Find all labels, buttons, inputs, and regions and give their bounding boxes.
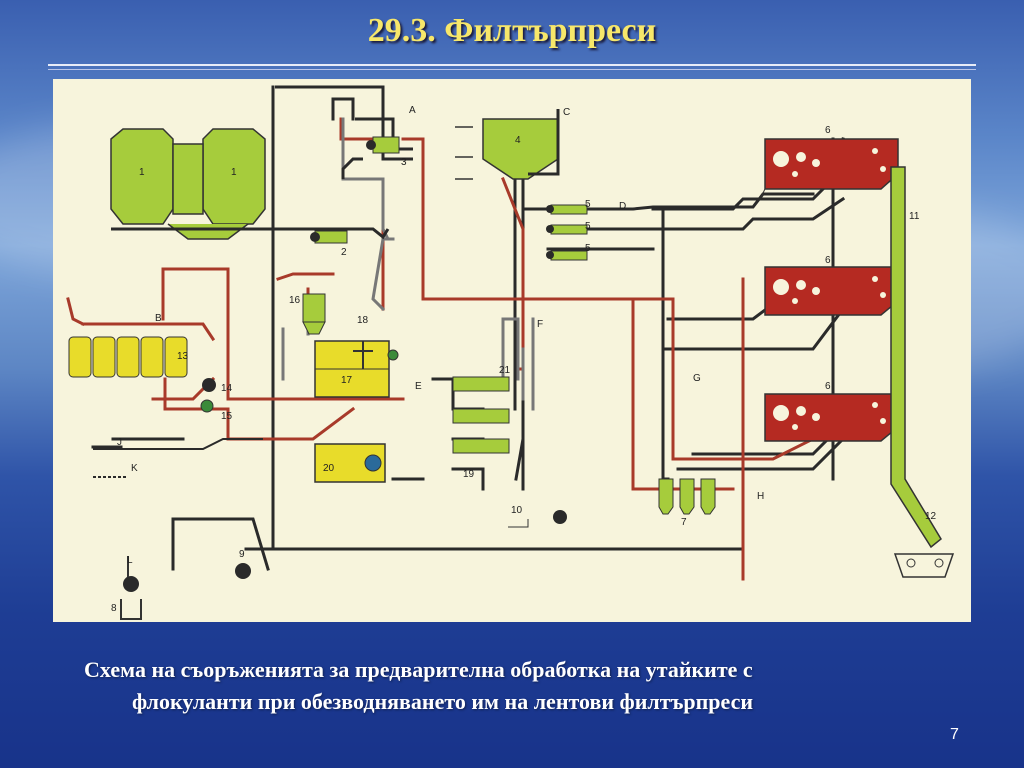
label-K: K [131, 463, 138, 474]
label-1b: 1 [231, 167, 237, 178]
pump-14 [202, 378, 216, 392]
press-6b [764, 266, 899, 316]
battery-13 [68, 336, 188, 378]
label-19: 19 [463, 469, 475, 480]
pump-8 [120, 556, 142, 620]
silo-bridge [172, 143, 204, 215]
label-9: 9 [239, 549, 245, 560]
label-3: 3 [401, 157, 407, 168]
label-12: 12 [925, 511, 937, 522]
pump-9 [235, 563, 251, 579]
label-6a: 6 [825, 125, 831, 136]
label-G: G [693, 373, 701, 384]
label-11: 11 [909, 211, 920, 222]
label-B: B [155, 313, 162, 324]
label-10: 10 [511, 505, 523, 516]
silo-1b [202, 128, 266, 225]
label-20: 20 [323, 463, 335, 474]
label-14: 14 [221, 383, 233, 394]
slide-title: 29.3. Филтърпреси [367, 12, 657, 49]
label-H: H [757, 491, 764, 502]
label-4: 4 [515, 135, 521, 146]
label-2: 2 [341, 247, 347, 258]
label-1a: 1 [139, 167, 145, 178]
label-21: 21 [499, 365, 511, 376]
label-D: D [619, 201, 626, 212]
label-15: 15 [221, 411, 233, 422]
tank-20 [314, 443, 386, 483]
tank-4 [455, 109, 560, 180]
silo-group [110, 128, 390, 240]
instrument-18 [387, 349, 399, 361]
tank-17 [314, 340, 390, 398]
label-18: 18 [357, 315, 369, 326]
title-divider-thin [48, 69, 976, 70]
valve-3 [366, 136, 400, 154]
container-12 [893, 553, 955, 578]
label-5a: 5 [585, 199, 591, 210]
dosing-pumps-19 [452, 376, 510, 454]
valve-15 [200, 399, 214, 413]
pumps-5 [546, 204, 588, 261]
slide-caption: Схема на съоръженията за предварителна о… [84, 654, 964, 718]
label-6b: 6 [825, 255, 831, 266]
caption-line-1: Схема на съоръженията за предварителна о… [84, 657, 753, 682]
label-8: 8 [111, 603, 117, 614]
pump-2 [310, 230, 348, 244]
filter-presses [760, 138, 904, 442]
caption-line-2: флокуланти при обезводняването им на лен… [132, 689, 754, 714]
label-F: F [537, 319, 543, 330]
label-16: 16 [289, 295, 301, 306]
title-divider [48, 64, 976, 66]
process-diagram: 1 1 2 3 4 5 5 5 6 6 6 7 8 9 10 11 12 13 … [53, 79, 971, 622]
label-L: L [127, 555, 133, 566]
press-6c [764, 393, 899, 442]
dosing-16 [302, 293, 326, 335]
label-17: 17 [341, 375, 353, 386]
label-7: 7 [681, 517, 687, 528]
label-E: E [415, 381, 422, 392]
filtrate-tanks-7 [658, 478, 716, 515]
process-schematic: 1 1 2 3 4 5 5 5 6 6 6 7 8 9 10 11 12 13 … [66, 85, 955, 620]
label-13: 13 [177, 351, 189, 362]
label-5b: 5 [585, 221, 591, 232]
label-6c: 6 [825, 381, 831, 392]
pump-10 [508, 510, 567, 528]
press-6a [760, 138, 904, 198]
conveyor-11 [890, 166, 955, 578]
page-number: 7 [950, 726, 959, 743]
label-J: J [117, 437, 122, 448]
label-A: A [409, 105, 416, 116]
label-C: C [563, 107, 570, 118]
label-5c: 5 [585, 243, 591, 254]
